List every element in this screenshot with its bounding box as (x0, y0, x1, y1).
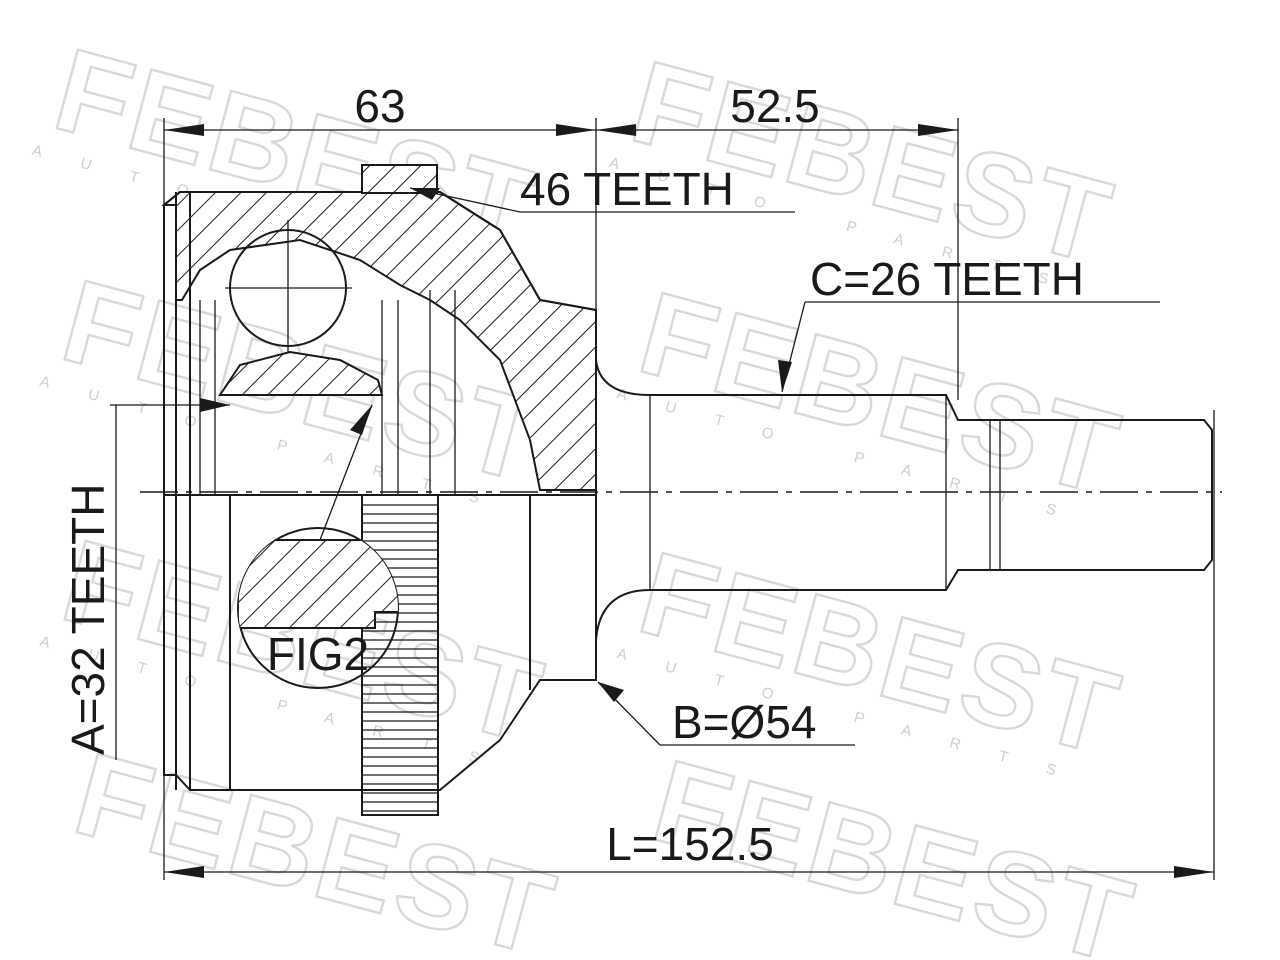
total-length-label: L=152.5 (606, 818, 774, 870)
dimension-total-length: L=152.5 (164, 818, 1214, 878)
shaft-spline-label: C=26 TEETH (810, 253, 1084, 305)
inner-spline-label: A=32 TEETH (62, 484, 114, 755)
outer-teeth-label: 46 TEETH (520, 163, 734, 215)
dimension-63-label: 63 (354, 80, 405, 132)
dimension-52-5-label: 52.5 (730, 80, 820, 132)
outer-housing (161, 164, 597, 791)
callout-seal-diameter: B=Ø54 (597, 681, 855, 748)
callout-inner-spline: A=32 TEETH (62, 398, 373, 755)
dimension-cup-length: 63 (164, 80, 596, 136)
seal-diameter-label: B=Ø54 (672, 696, 817, 748)
dimension-shaft-length: 52.5 (596, 80, 958, 136)
fig2-detail: FIG2 (237, 527, 399, 689)
fig2-label: FIG2 (267, 628, 369, 680)
callout-shaft-spline: C=26 TEETH (778, 253, 1160, 393)
callout-46-teeth: 46 TEETH (409, 163, 795, 215)
